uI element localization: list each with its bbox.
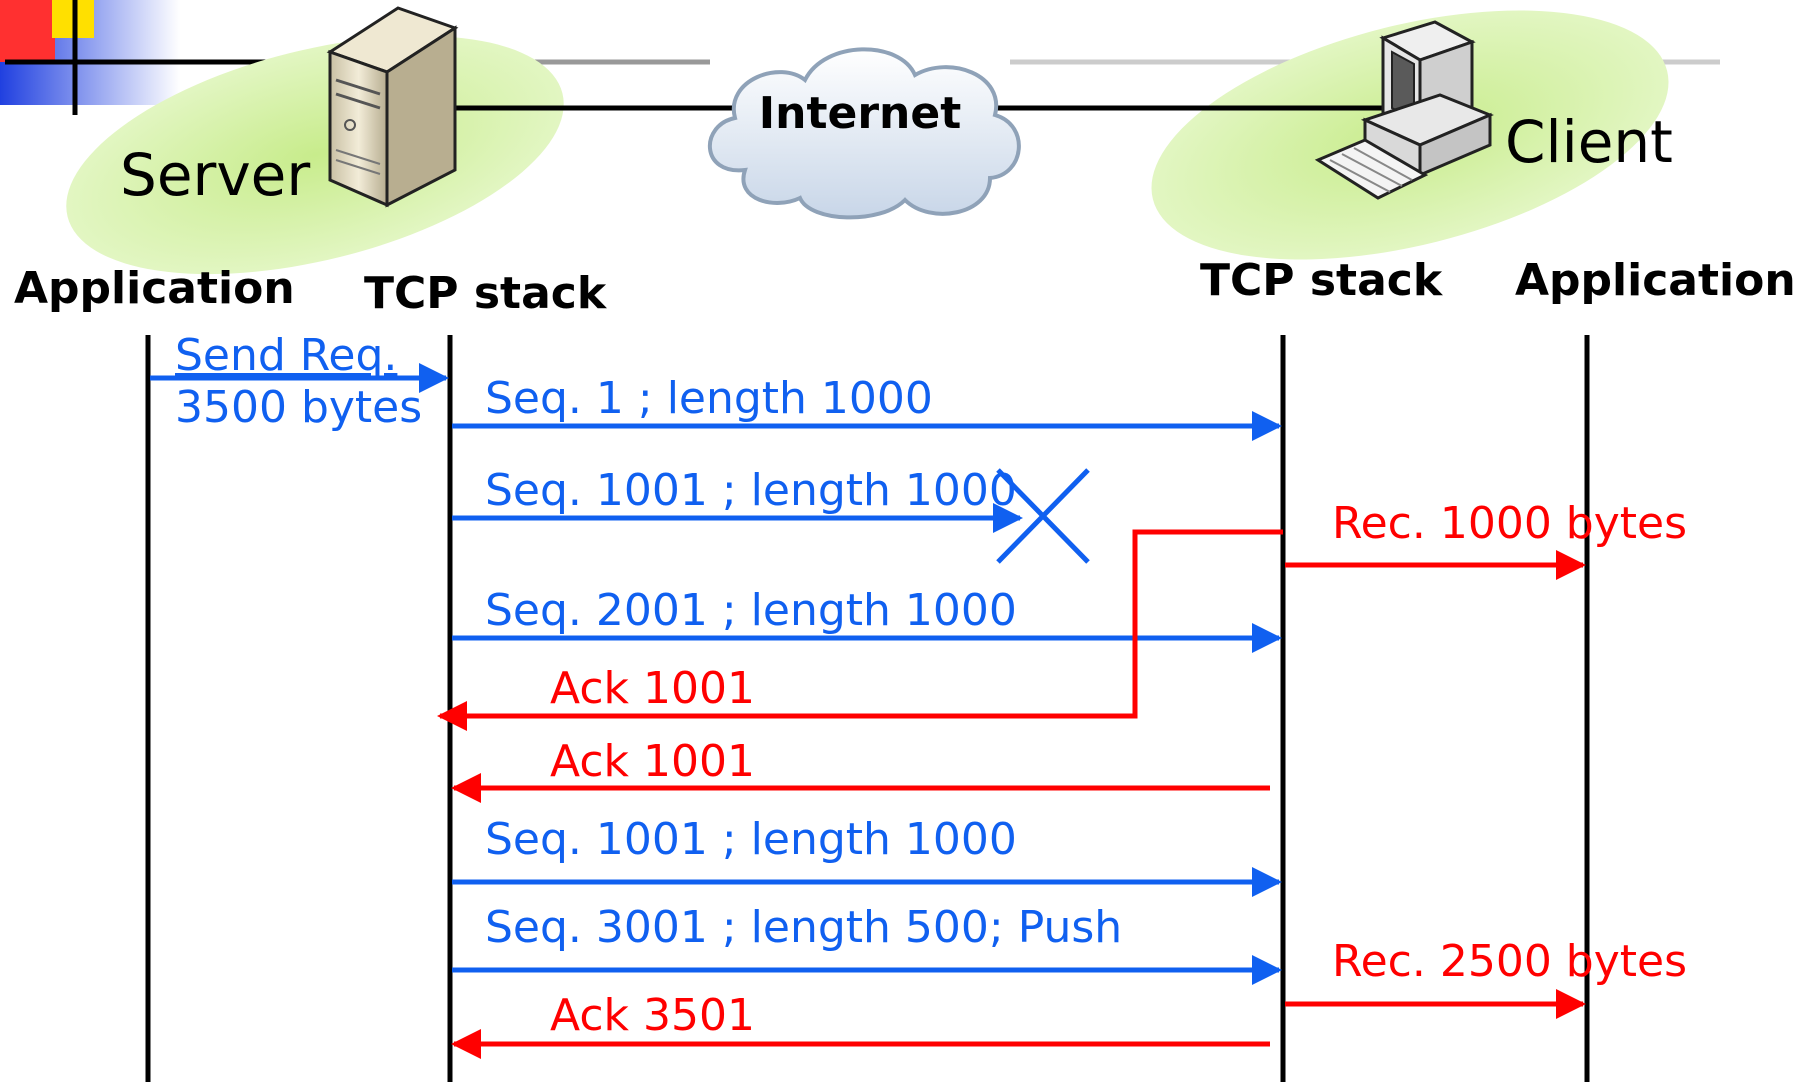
ack1-arrow xyxy=(437,529,1283,731)
server-icon xyxy=(326,6,459,208)
client-tcp-header: TCP stack xyxy=(1200,255,1444,306)
seg2-lost-label: Seq. 1001 ; length 1000 xyxy=(485,465,1017,516)
seg1-label: Seq. 1 ; length 1000 xyxy=(485,373,933,424)
ack2-label: Ack 1001 xyxy=(550,736,755,787)
internet-cloud-icon xyxy=(708,47,1021,220)
seg4-retransmit-label: Seq. 1001 ; length 1000 xyxy=(485,814,1017,865)
internet-label: Internet xyxy=(759,88,961,139)
client-app-header: Application xyxy=(1515,255,1796,306)
lifelines xyxy=(145,335,1590,1082)
ack3-label: Ack 3501 xyxy=(550,990,755,1041)
server-label: Server xyxy=(120,141,310,209)
ack1-label: Ack 1001 xyxy=(550,663,755,714)
client-label: Client xyxy=(1505,108,1673,176)
server-app-header: Application xyxy=(14,263,295,314)
packet-loss-cross-icon xyxy=(996,468,1090,564)
seg3-label: Seq. 2001 ; length 1000 xyxy=(485,585,1017,636)
send-req-label-2: 3500 bytes xyxy=(175,382,422,433)
client-computer-icon xyxy=(1314,20,1494,200)
seg5-push-label: Seq. 3001 ; length 500; Push xyxy=(485,902,1122,953)
server-tcp-header: TCP stack xyxy=(364,268,608,319)
rec2-label: Rec. 2500 bytes xyxy=(1332,936,1687,987)
send-req-label-1: Send Req. xyxy=(175,330,397,381)
rec1-label: Rec. 1000 bytes xyxy=(1332,498,1687,549)
